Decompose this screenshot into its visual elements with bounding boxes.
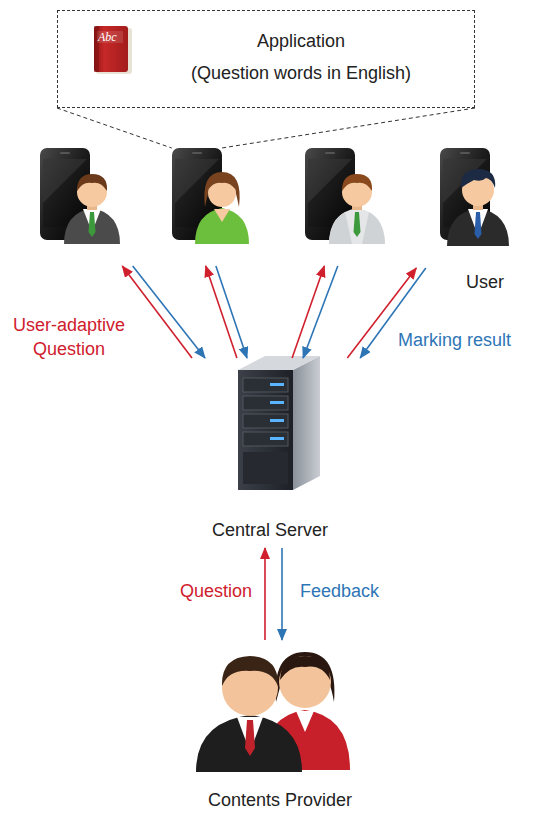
provider-icon <box>196 652 350 772</box>
node-label: User <box>466 270 504 294</box>
user-device <box>170 148 255 266</box>
user-device <box>36 148 140 266</box>
node-label: (Question words in English) <box>136 61 466 85</box>
flow-arrow <box>303 266 338 358</box>
user-avatar <box>195 172 249 244</box>
flow-arrow <box>133 266 205 358</box>
server-icon <box>238 356 320 490</box>
user-device: User <box>410 148 515 268</box>
node-label: Application <box>136 29 466 53</box>
user-avatar <box>329 174 385 244</box>
node-label: Contents Provider <box>180 788 380 812</box>
application-box: Application (Question words in English) <box>57 10 475 108</box>
edge-label: User-adaptive Question <box>4 313 134 361</box>
icon-text: Abc <box>98 30 117 44</box>
edge-label: Feedback <box>298 579 381 603</box>
node-label: Central Server <box>178 518 362 542</box>
server-node: Central Server <box>178 358 362 548</box>
flow-arrow <box>264 548 266 640</box>
flow-arrow <box>281 548 283 640</box>
edge-label: Marking result <box>396 328 513 352</box>
user-avatar <box>447 169 509 246</box>
user-device <box>300 148 390 266</box>
provider-node: Contents Provider <box>180 640 380 815</box>
leader-line <box>57 108 475 148</box>
user-avatar <box>64 174 120 244</box>
book-icon <box>94 26 132 74</box>
edge-label: Question <box>150 579 254 603</box>
flow-arrow <box>216 266 247 358</box>
